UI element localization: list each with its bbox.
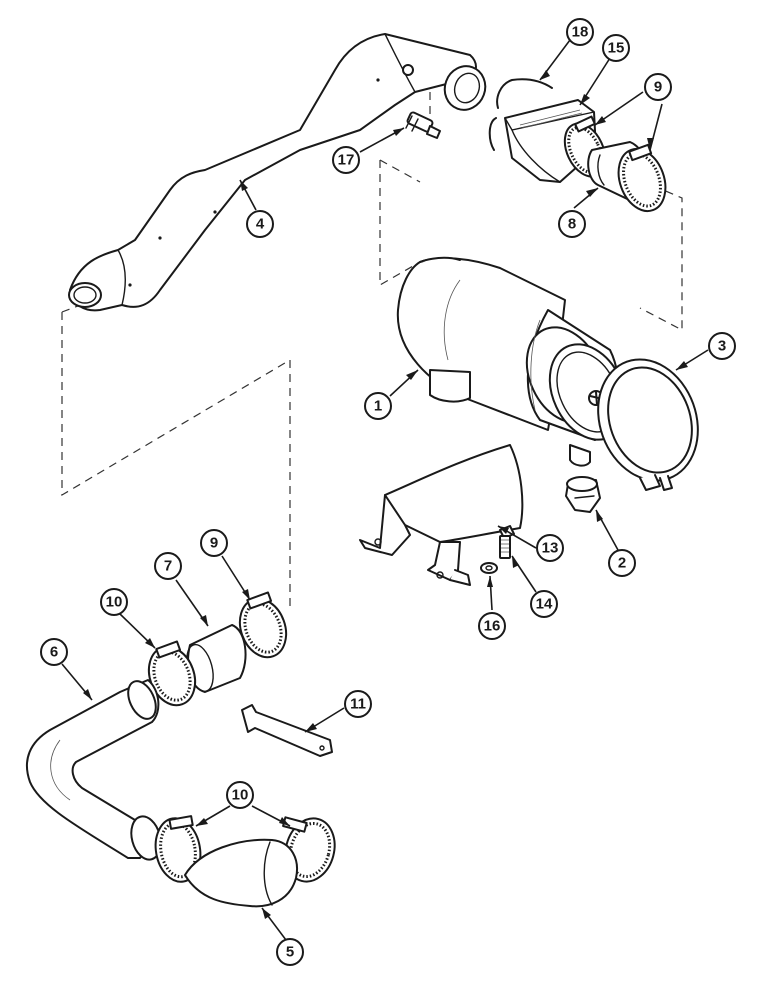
callout-1: 1 [364,392,392,420]
rubber-elbow-part-5 [184,838,298,908]
washer-part-18 [480,562,498,574]
callout-3: 3 [708,332,736,360]
callout-5-label: 5 [286,944,294,961]
retaining-clip-part-16 [488,78,553,151]
callout-18-label: 16 [484,618,501,635]
wrench-part-11 [241,704,333,757]
callout-14: 14 [530,590,558,618]
callout-10-lower-label: 10 [232,787,249,804]
callout-10-upper-label: 10 [106,594,123,611]
callout-8-label: 8 [568,216,576,233]
bent-hose-part-6 [25,679,162,861]
callout-17: 17 [332,146,360,174]
restriction-sensor-part-17 [405,111,441,139]
callout-6: 6 [40,638,68,666]
callout-9-upper-label: 9 [654,79,662,96]
callout-11: 11 [344,690,372,718]
callout-17-label: 17 [338,152,355,169]
callout-6-label: 6 [50,644,58,661]
callout-2: 2 [608,549,636,577]
callout-9-lower: 9 [200,529,228,557]
callout-4-label: 4 [256,216,265,233]
callout-9-lower-label: 9 [210,535,218,552]
intake-tube-part-4 [68,33,487,312]
hose-clamp-upper-2-part-9 [617,143,667,212]
callout-16-label: 18 [572,24,589,41]
callout-8: 8 [558,210,586,238]
callout-18: 16 [478,612,506,640]
callout-16: 18 [566,18,594,46]
hose-clamp-upper-part-10 [147,640,197,707]
callout-7-label: 7 [164,558,172,575]
callout-13-label: 13 [542,540,559,557]
callout-9-upper: 9 [644,73,672,101]
mounting-band-part-3 [597,358,699,491]
callout-2-label: 2 [618,555,626,572]
leader-lines [61,39,709,941]
callout-3-label: 3 [718,338,726,355]
dust-valve-part-2 [565,476,601,513]
callout-10-upper: 10 [100,588,128,616]
support-bracket-part-13 [359,444,524,586]
callout-15: 15 [602,34,630,62]
air-cleaner-body-part-1 [396,256,628,467]
callout-4: 4 [246,210,274,238]
callout-7: 7 [154,552,182,580]
hose-clamp-lower-1-part-10 [154,815,202,883]
callout-1-label: 1 [374,398,382,415]
callout-15-label: 15 [608,40,625,57]
callout-13: 13 [536,534,564,562]
callout-14-label: 14 [536,596,553,613]
callout-11-label: 11 [350,696,366,713]
callout-10-lower: 10 [226,781,254,809]
hose-clamp-lower-part-9 [238,591,288,659]
callout-5: 5 [276,938,304,966]
